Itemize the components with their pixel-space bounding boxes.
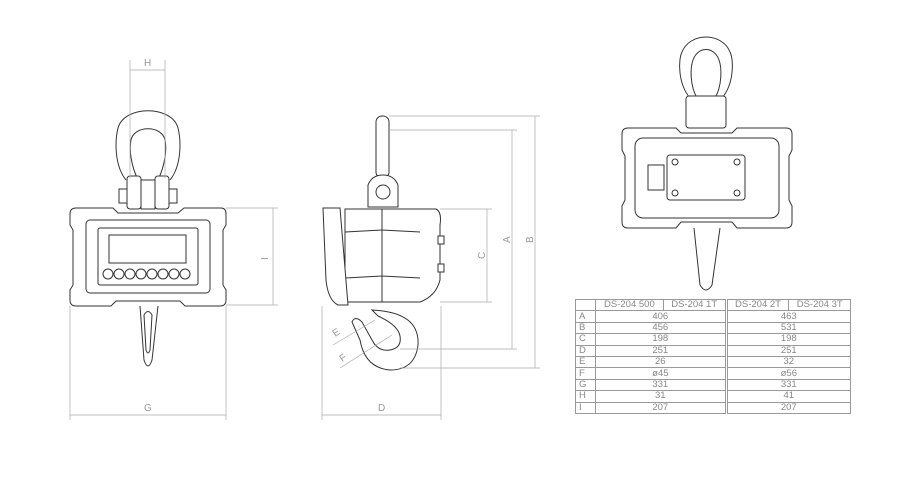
front-keypad <box>102 268 191 280</box>
key-button <box>113 268 125 280</box>
front-shackle-leg-left <box>126 175 142 210</box>
key-button <box>146 268 158 280</box>
dimension-g-label: G <box>144 403 152 414</box>
back-shackle <box>679 36 733 99</box>
front-shackle-leg-right <box>154 175 170 210</box>
side-body <box>344 208 441 303</box>
side-hook <box>351 309 419 371</box>
key-button <box>179 268 191 280</box>
back-inner-frame <box>634 137 780 219</box>
dimension-d-label: D <box>378 403 385 414</box>
front-body <box>69 207 227 307</box>
side-swivel <box>367 174 399 208</box>
front-display-frame <box>97 227 199 286</box>
dimension-a-label: A <box>502 236 513 243</box>
key-button <box>157 268 169 280</box>
key-button <box>124 268 136 280</box>
dimension-c-label: C <box>477 252 488 259</box>
front-dimensions: H I G <box>69 58 278 420</box>
dimension-f-label: F <box>338 352 349 365</box>
dimension-e-label: E <box>331 327 343 340</box>
side-view <box>322 115 445 371</box>
front-shackle-center <box>140 179 156 210</box>
header-cell: DS-204 2T <box>725 298 790 312</box>
back-shackle-block <box>685 95 727 129</box>
spec-table: DS-204 500 DS-204 1T DS-204 2T DS-204 3T… <box>575 298 852 414</box>
front-inner-frame <box>85 219 211 294</box>
front-view <box>69 110 227 367</box>
front-hook <box>139 305 159 367</box>
dimension-b-label: B <box>525 236 536 243</box>
side-shackle-bar <box>375 115 390 179</box>
key-button <box>135 268 147 280</box>
header-cell: DS-204 500 <box>595 298 664 312</box>
back-battery-cover <box>666 154 746 201</box>
front-shackle <box>115 110 181 181</box>
back-view <box>621 36 793 291</box>
dimension-h-label: H <box>144 58 151 69</box>
key-button <box>102 268 114 280</box>
key-button <box>168 268 180 280</box>
dimension-i-label: I <box>260 257 271 260</box>
header-cell: DS-204 3T <box>788 298 851 312</box>
back-hook <box>693 227 721 291</box>
side-front-plate <box>322 207 349 306</box>
side-dimensions: A B C D E F <box>321 115 540 420</box>
back-body <box>621 127 793 229</box>
table-header-row: DS-204 500 DS-204 1T DS-204 2T DS-204 3T <box>575 298 851 312</box>
back-label-plate <box>647 164 665 191</box>
header-cell: DS-204 1T <box>662 298 728 312</box>
front-display-screen <box>108 234 187 264</box>
side-eye <box>375 184 391 200</box>
